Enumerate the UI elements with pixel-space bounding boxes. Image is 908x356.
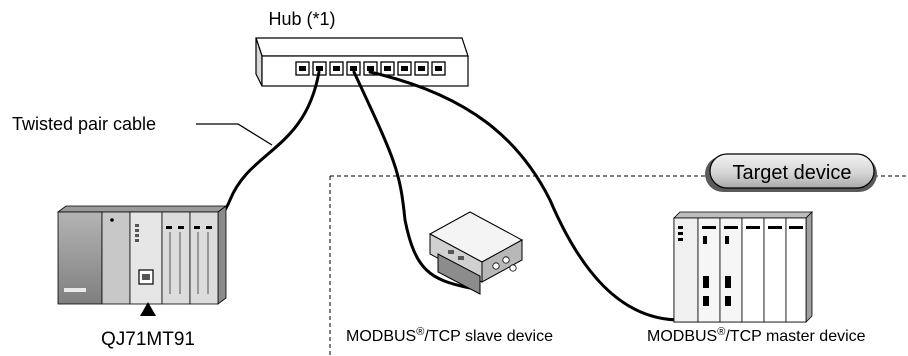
target-device-badge: Target device [705,153,877,192]
hub-label: Hub (*1) [268,9,335,29]
qj71mt91-label: QJ71MT91 [101,329,195,350]
port-indicator-arrow [140,302,156,316]
target-device-label: Target device [733,162,852,184]
slave-device-label: MODBUS®/TCP slave device [346,326,553,345]
hub-icon [255,37,469,87]
qj71mt91-module-icon [56,205,228,305]
cables [140,70,767,322]
cable-label: Twisted pair cable [12,114,156,134]
master-device-label: MODBUS®/TCP master device [647,326,866,345]
slave-device-icon [428,211,524,295]
cable-to-slave-device [352,70,472,290]
cable-leader-line [196,123,273,146]
master-device-icon [673,211,813,323]
target-device-boundary [329,175,908,356]
